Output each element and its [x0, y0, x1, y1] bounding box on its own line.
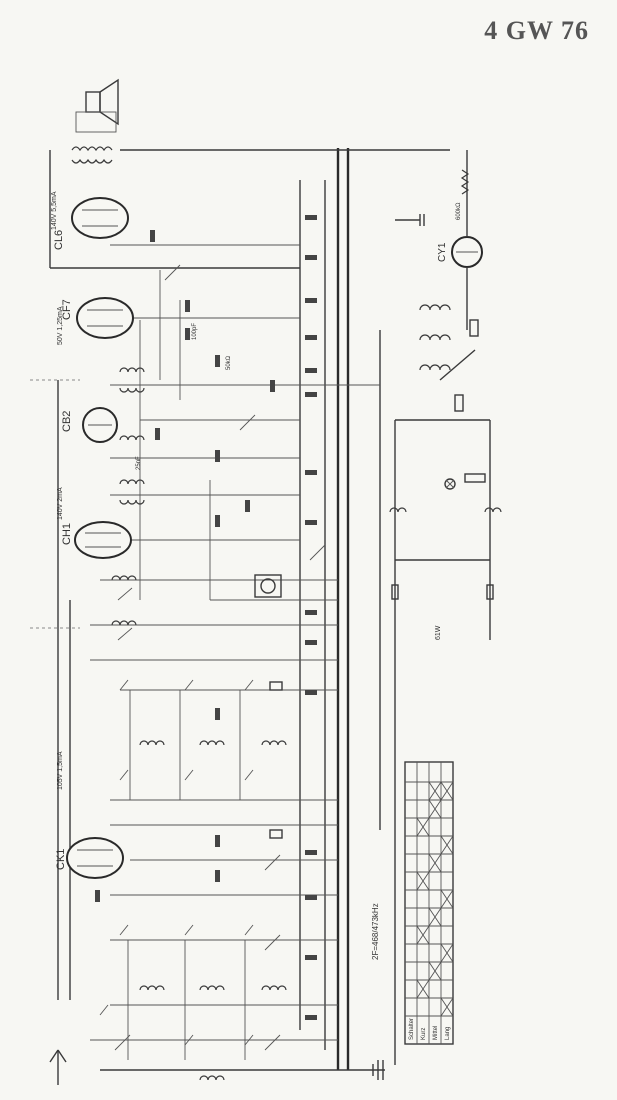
switch-table-grid	[405, 762, 453, 1044]
cl6-values: 140V 5,5mA	[51, 191, 58, 230]
trimmers	[114, 264, 326, 1051]
indicator-tube	[254, 574, 282, 598]
filter-label: 2F=468/473kHz	[371, 903, 380, 960]
stage-label: 61W	[435, 625, 442, 640]
switch-table-row-schalter: Schalter	[409, 1018, 415, 1040]
tube-label-ck1: CK1	[55, 849, 67, 870]
tube-ch1: CH1 140V 2mA	[57, 487, 132, 559]
switch-table-row-mittel: Mittel	[433, 1026, 439, 1040]
tube-cf7: CF7 50V 1,25mA	[57, 297, 134, 345]
switch-table: Schalter Kurz Mittel Lang	[404, 761, 454, 1045]
res-label-b: 50kΩ	[226, 355, 232, 370]
switch-table-row-kurz: Kurz	[421, 1028, 427, 1040]
cf7-values: 50V 1,25mA	[57, 306, 64, 345]
tube-label-cb2: CB2	[61, 411, 73, 432]
tube-label-ch1: CH1	[61, 523, 73, 545]
antenna-icon	[49, 1049, 67, 1085]
tube-label-cl6: CL6	[53, 230, 65, 250]
tube-cl6: CL6 140V 5,5mA	[51, 191, 129, 250]
loudspeaker-icon	[71, 78, 119, 164]
power-supply: 61W	[389, 150, 502, 640]
ground-icon	[372, 1060, 384, 1080]
tube-cb2: CB2	[61, 407, 118, 443]
band-switches	[99, 679, 254, 1046]
passive-components: 25nF 100pF 600kΩ 50kΩ	[95, 202, 462, 1020]
tube-ck1: CK1 105V 1,5mA	[55, 751, 124, 879]
page-title: 4 GW 76	[484, 16, 589, 45]
ck1-values: 105V 1,5mA	[57, 751, 64, 790]
tube-cy1: CY1	[437, 236, 483, 268]
if-transformers	[111, 367, 287, 1081]
switch-table-row-lang: Lang	[445, 1027, 451, 1040]
cap-label-a: 25nF	[136, 456, 142, 470]
tube-label-cy1: CY1	[437, 242, 448, 262]
cap-label-b: 100pF	[192, 323, 198, 340]
tube-label-cf7: CF7	[61, 299, 73, 320]
switch-table-marks	[416, 781, 454, 1017]
bus-lines	[30, 148, 491, 1071]
res-label-a: 600kΩ	[456, 202, 462, 220]
ch1-values: 140V 2mA	[57, 487, 64, 520]
